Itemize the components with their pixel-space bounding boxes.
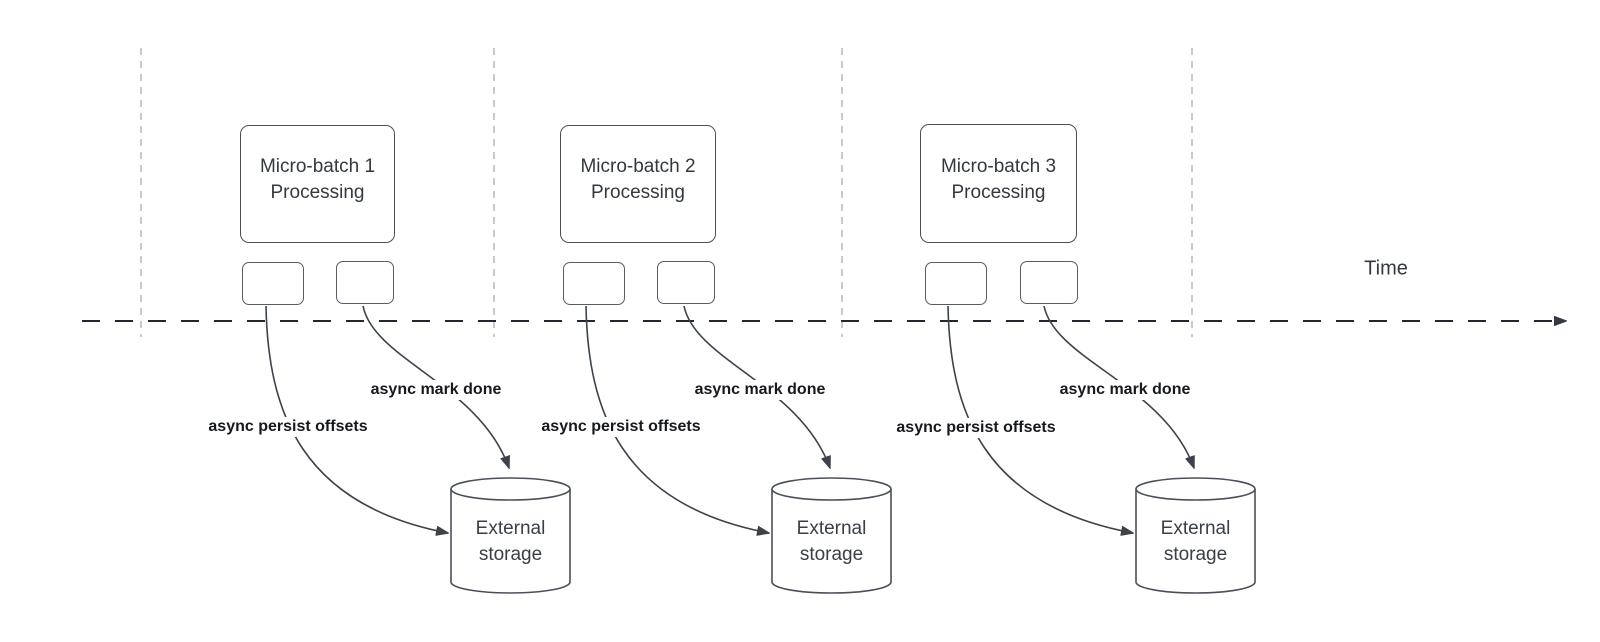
persist-offsets-label-2: async persist offsets	[537, 417, 705, 437]
mark-done-arrow-2	[683, 305, 830, 468]
mark-done-label-2: async mark done	[690, 380, 830, 400]
persist-offsets-label-1: async persist offsets	[204, 417, 372, 437]
mark-done-label-1: async mark done	[366, 380, 506, 400]
micro-batch-box-1-title-line2: Processing	[270, 182, 365, 203]
mark-done-task-box-2	[657, 261, 715, 304]
external-storage-cylinder-1	[450, 477, 571, 594]
time-label: Time	[1364, 257, 1408, 280]
micro-batch-box-1: Micro-batch 1 Processing	[240, 125, 395, 243]
micro-batch-box-2-title-line1: Micro-batch 2	[580, 156, 696, 177]
offset-task-box-1	[242, 262, 304, 305]
micro-batch-box-3-title-line1: Micro-batch 3	[940, 155, 1057, 177]
external-storage-cylinder-2	[771, 477, 892, 594]
persist-offsets-arrow-2	[585, 305, 769, 533]
mark-done-task-box-1	[336, 261, 394, 304]
micro-batch-box-2-title-line2: Processing	[591, 182, 685, 203]
micro-batch-box-1-title-line1: Micro-batch 1	[259, 156, 376, 177]
offset-task-box-3	[925, 262, 987, 305]
persist-offsets-label-3: async persist offsets	[892, 418, 1060, 438]
persist-offsets-arrow-3	[947, 305, 1133, 533]
mark-done-task-box-3	[1020, 261, 1078, 304]
micro-batch-box-3: Micro-batch 3 Processing	[920, 124, 1077, 243]
mark-done-label-3: async mark done	[1055, 380, 1195, 400]
mark-done-arrow-3	[1043, 305, 1194, 468]
mark-done-arrow-1	[362, 305, 509, 468]
persist-offsets-arrow-1	[265, 305, 448, 533]
offset-task-box-2	[563, 262, 625, 305]
micro-batch-box-3-title-line2: Processing	[951, 181, 1046, 203]
external-storage-cylinder-3	[1135, 477, 1256, 594]
micro-batch-box-2: Micro-batch 2 Processing	[560, 125, 716, 243]
